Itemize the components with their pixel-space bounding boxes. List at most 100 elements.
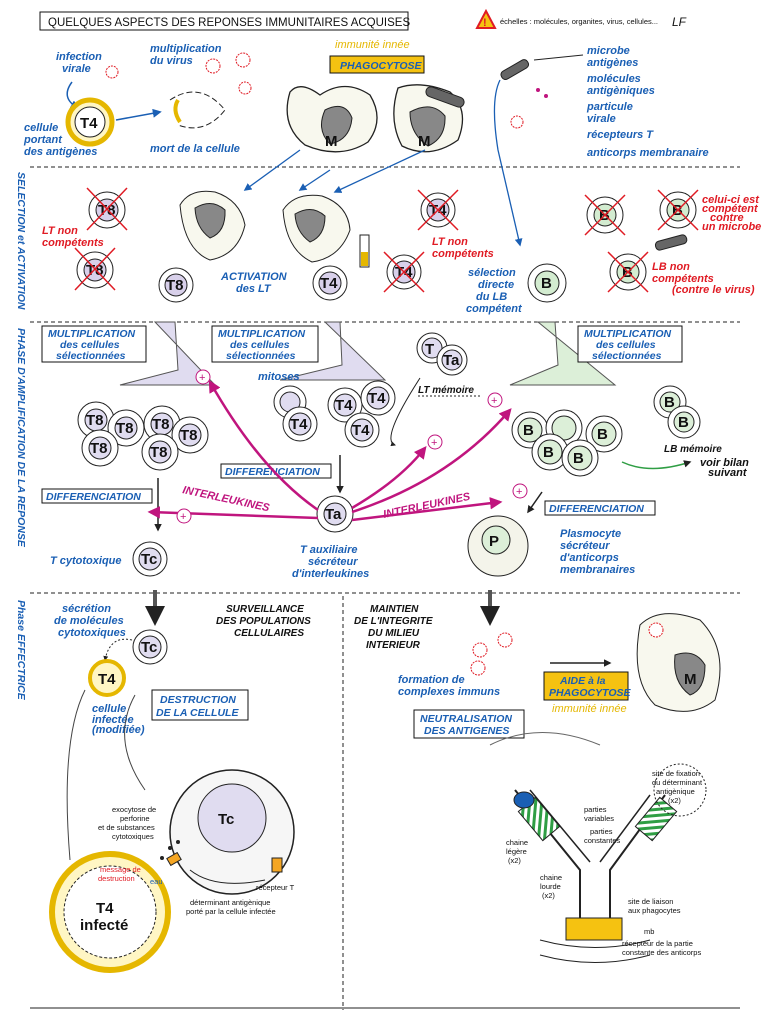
antibody-diagram xyxy=(489,732,707,963)
svg-text:+: + xyxy=(516,486,522,498)
svg-text:T4: T4 xyxy=(98,671,116,688)
svg-text:DE L'INTEGRITE: DE L'INTEGRITE xyxy=(354,616,433,627)
microbe-icon xyxy=(500,59,530,81)
mult-box-2 xyxy=(211,325,319,363)
svg-text:T4: T4 xyxy=(80,115,98,132)
svg-text:Tc: Tc xyxy=(218,811,234,828)
svg-text:(x2): (x2) xyxy=(668,796,681,805)
svg-text:LB non: LB non xyxy=(652,261,690,273)
svg-text:parties: parties xyxy=(590,827,613,836)
svg-text:du déterminant: du déterminant xyxy=(652,778,703,787)
svg-text:mort de la cellule: mort de la cellule xyxy=(150,143,240,155)
svg-text:T4: T4 xyxy=(320,275,338,292)
svg-text:M: M xyxy=(325,133,338,150)
svg-text:M: M xyxy=(418,133,431,150)
svg-text:Plasmocyte: Plasmocyte xyxy=(560,528,621,540)
svg-text:chaine: chaine xyxy=(506,838,528,847)
svg-text:T8: T8 xyxy=(166,277,184,294)
svg-text:multiplication: multiplication xyxy=(150,43,222,55)
svg-text:membranaires: membranaires xyxy=(560,564,635,576)
svg-text:des LT: des LT xyxy=(236,283,272,295)
svg-text:du LB: du LB xyxy=(476,291,507,303)
svg-text:B: B xyxy=(678,414,689,431)
svg-text:SURVEILLANCE: SURVEILLANCE xyxy=(226,604,304,615)
diff-box-2 xyxy=(220,463,332,479)
svg-text:des cellules: des cellules xyxy=(596,339,656,351)
svg-text:celui-ci est: celui-ci est xyxy=(702,194,760,206)
svg-text:T8: T8 xyxy=(152,416,170,433)
svg-text:eau: eau xyxy=(150,877,163,886)
svg-text:récepteur de la partie: récepteur de la partie xyxy=(622,939,693,948)
page-title: QUELQUES ASPECTS DES REPONSES IMMUNITAIR… xyxy=(48,17,410,29)
svg-text:déterminant antigènique: déterminant antigènique xyxy=(190,898,270,907)
svg-text:T8: T8 xyxy=(116,420,134,437)
svg-text:B: B xyxy=(664,394,675,411)
svg-text:contre: contre xyxy=(710,212,744,224)
virus-icon xyxy=(105,65,119,79)
t8-cluster: T8 T8 T8 T8 T8 T8 xyxy=(77,401,209,471)
svg-text:voir bilan: voir bilan xyxy=(700,457,749,469)
svg-text:virale: virale xyxy=(587,113,616,125)
svg-text:+: + xyxy=(199,372,205,384)
b-selected: B xyxy=(527,263,567,303)
svg-text:cellule: cellule xyxy=(24,122,58,134)
svg-text:suivant: suivant xyxy=(708,467,748,479)
svg-text:T cytotoxique: T cytotoxique xyxy=(50,555,122,567)
svg-text:des antigènes: des antigènes xyxy=(24,146,97,158)
svg-text:DES POPULATIONS: DES POPULATIONS xyxy=(216,616,311,627)
svg-text:(x2): (x2) xyxy=(508,856,521,865)
svg-text:LT non: LT non xyxy=(432,236,468,248)
svg-text:(x2): (x2) xyxy=(542,891,555,900)
svg-text:LT non: LT non xyxy=(42,225,78,237)
svg-text:DESTRUCTION: DESTRUCTION xyxy=(160,694,236,706)
svg-text:anticorps membranaire: anticorps membranaire xyxy=(587,147,709,159)
svg-text:T8: T8 xyxy=(180,427,198,444)
svg-text:des cellules: des cellules xyxy=(230,339,290,351)
svg-text:exocytose de: exocytose de xyxy=(112,805,156,814)
svg-text:compétents: compétents xyxy=(42,237,104,249)
svg-text:infectée: infectée xyxy=(92,714,134,726)
svg-text:DIFFERENCIATION: DIFFERENCIATION xyxy=(225,466,320,478)
svg-text:d'anticorps: d'anticorps xyxy=(560,552,619,564)
svg-text:compétent: compétent xyxy=(702,203,759,215)
t4-target: T4 xyxy=(88,659,126,697)
svg-text:molécules: molécules xyxy=(587,73,641,85)
t-auxiliaire: Ta xyxy=(316,495,354,533)
svg-text:mb: mb xyxy=(644,927,654,936)
b-non-competent-1: B xyxy=(584,194,626,236)
svg-text:sélection: sélection xyxy=(468,267,516,279)
svg-text:+: + xyxy=(491,395,497,407)
svg-text:B: B xyxy=(543,444,554,461)
dead-cell xyxy=(169,91,226,129)
svg-text:lourde: lourde xyxy=(540,882,561,891)
svg-text:T8: T8 xyxy=(150,444,168,461)
svg-text:porté par la cellule infectée: porté par la cellule infectée xyxy=(186,907,276,916)
svg-text:et de substances: et de substances xyxy=(98,823,155,832)
svg-text:DE LA CELLULE: DE LA CELLULE xyxy=(156,707,239,719)
warning-icon xyxy=(475,8,497,29)
t-cytotoxique: Tc xyxy=(132,541,168,577)
svg-text:T4: T4 xyxy=(96,900,114,917)
svg-text:NEUTRALISATION: NEUTRALISATION xyxy=(420,713,512,725)
t4-non-competent-2: T4 xyxy=(383,251,425,293)
svg-text:MULTIPLICATION: MULTIPLICATION xyxy=(218,328,306,340)
svg-text:sécréteur: sécréteur xyxy=(560,540,610,552)
svg-text:compétents: compétents xyxy=(652,273,714,285)
svg-text:virale: virale xyxy=(62,63,91,75)
svg-text:d'interleukines: d'interleukines xyxy=(292,568,369,580)
svg-text:DES ANTIGENES: DES ANTIGENES xyxy=(424,725,509,737)
svg-text:B: B xyxy=(541,275,552,292)
mult-box-1 xyxy=(41,325,147,363)
svg-text:(modifiée): (modifiée) xyxy=(92,724,145,736)
t8-non-competent-1: T8 xyxy=(86,187,128,231)
svg-text:des cellules: des cellules xyxy=(60,339,120,351)
svg-text:T8: T8 xyxy=(86,412,104,429)
mult-box-3 xyxy=(577,325,683,363)
svg-text:T auxiliaire: T auxiliaire xyxy=(300,544,357,556)
svg-text:sélectionnées: sélectionnées xyxy=(56,350,126,362)
svg-text:(contre le virus): (contre le virus) xyxy=(672,284,755,296)
svg-text:T4: T4 xyxy=(335,397,353,414)
t4-non-competent-1: T4 xyxy=(417,189,459,231)
svg-text:sécréteur: sécréteur xyxy=(308,556,358,568)
destruction-box xyxy=(151,689,249,721)
